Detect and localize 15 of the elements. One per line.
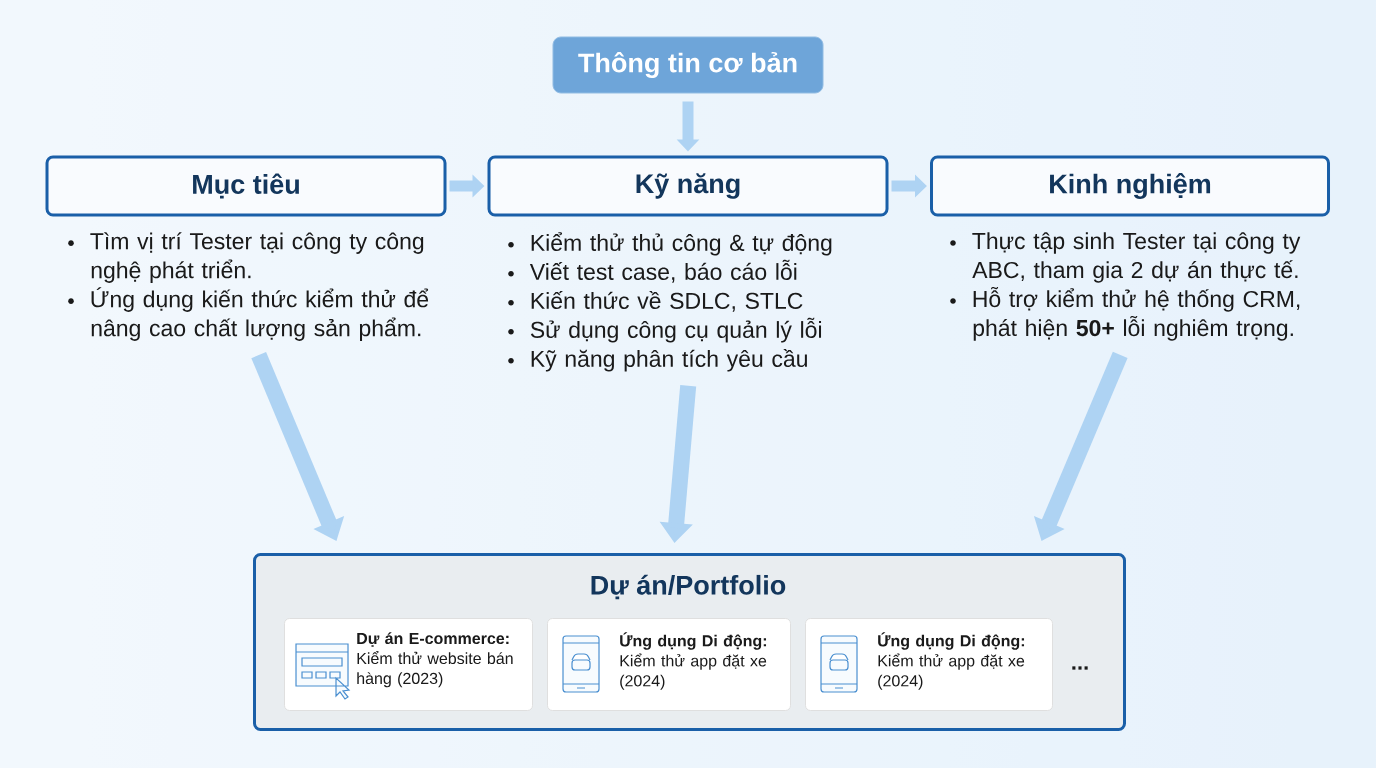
bullet-item: Kỹ năng phân tích yêu cầu <box>531 349 807 372</box>
heading-box: Kỹ năng <box>487 155 889 217</box>
bullet-item: Kiểm thử thủ công & tự động <box>531 232 832 256</box>
bullet-item: Tìm vị trí Tester tại công ty công nghệ phát triển. <box>90 232 424 283</box>
project-card: Ứng dụng Di động: Kiểm thử app đặt xe (2024) <box>805 618 1053 711</box>
bullet-item: Viết test case, báo cáo lỗi <box>529 259 797 283</box>
bullet-item: Hỗ trợ kiểm thử hệ thống CRM, phát hiện 50+ lỗi nghiêm trọng. <box>973 287 1300 341</box>
heading-box: Kinh nghiệm <box>930 155 1330 217</box>
project-card: Ứng dụng Di động: Kiểm thử app đặt xe (2024) <box>547 618 791 711</box>
bullet-item: Sử dụng công cụ quản lý lỗi <box>530 317 821 343</box>
bullet-item: Ứng dụng kiến thức kiểm thử để nâng cao chất lượng sản phẩm. <box>91 287 429 341</box>
bullet-item: Thực tập sinh Tester tại công ty ABC, tham gia 2 dự án thực tế. <box>972 232 1301 283</box>
title-box: Thông tin cơ bản <box>552 36 824 94</box>
heading-box: Mục tiêu <box>45 155 447 217</box>
bullet-item: Kiến thức về SDLC, STLC <box>531 291 803 312</box>
